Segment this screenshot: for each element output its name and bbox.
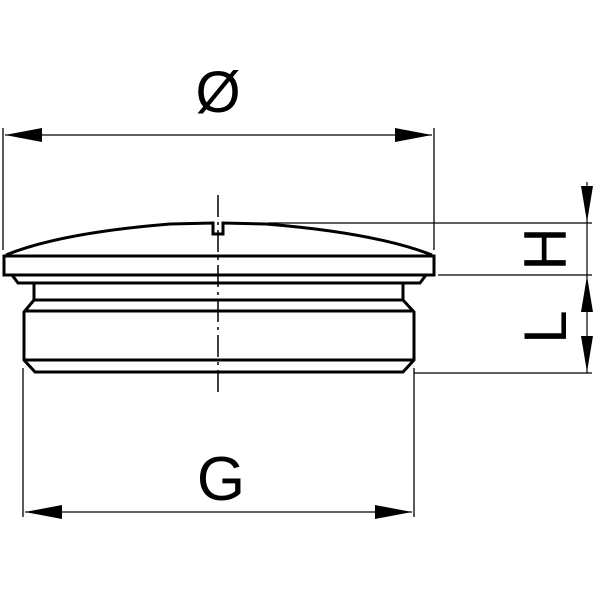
thread-body-outline	[22, 298, 416, 374]
g-arrowhead-left-icon	[25, 505, 62, 519]
l-arrowhead-down-icon	[581, 336, 593, 372]
thread-dimension: G	[22, 368, 415, 519]
l-arrowhead-up-icon	[581, 276, 593, 312]
height-length-dimensions: H L	[268, 182, 593, 374]
dome-top	[5, 221, 433, 257]
h-arrowhead-icon	[581, 186, 593, 222]
g-arrowhead-right-icon	[375, 505, 412, 519]
g-label: G	[197, 445, 245, 514]
h-label: H	[512, 227, 579, 270]
cap-rim	[2, 254, 436, 277]
diameter-dimension: Ø	[2, 60, 435, 250]
plug-body	[2, 221, 436, 374]
l-label: L	[512, 310, 579, 343]
cap-chamfer	[10, 274, 428, 285]
diameter-label: Ø	[195, 60, 240, 125]
arrowhead-left-icon	[5, 128, 42, 142]
arrowhead-right-icon	[395, 128, 432, 142]
